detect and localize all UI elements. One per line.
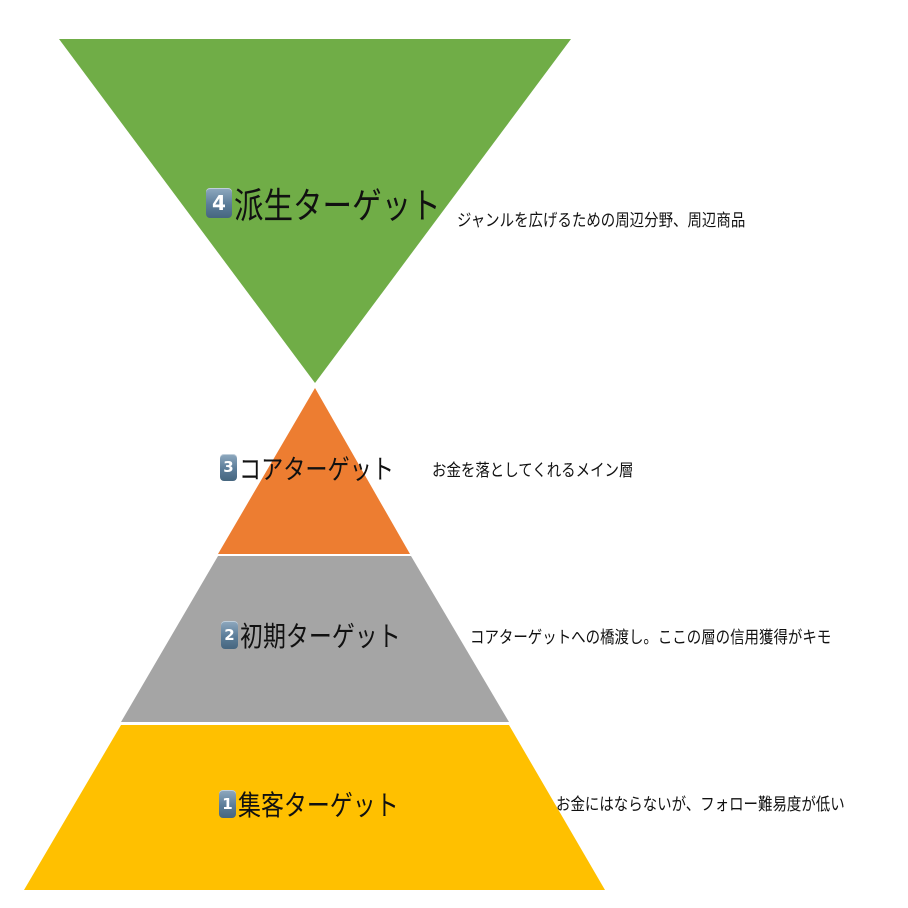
layer-4-label: 4 派生ターゲット — [206, 180, 486, 227]
number-1-badge-icon: 1 — [219, 790, 236, 818]
acquisition-target-trapezoid — [24, 725, 605, 890]
layer-2-title: 初期ターゲット — [240, 620, 401, 653]
layer-2-label: 2 初期ターゲット — [221, 615, 436, 655]
number-3-badge-icon: 3 — [220, 453, 237, 481]
layer-1-description: お金にはならないが、フォロー難易度が低い — [556, 795, 845, 815]
initial-target-trapezoid — [121, 556, 509, 722]
layer-4-description: ジャンルを広げるための周辺分野、周辺商品 — [457, 211, 746, 231]
layer-3-label: 3 コアターゲット — [220, 448, 428, 486]
layer-1-label: 1 集客ターゲット — [219, 784, 434, 824]
layer-3-description: お金を落としてくれるメイン層 — [432, 461, 634, 481]
number-2-badge-icon: 2 — [221, 621, 238, 649]
layer-1-title: 集客ターゲット — [238, 789, 399, 822]
layer-4-title: 派生ターゲット — [234, 186, 441, 227]
layer-3-title: コアターゲット — [239, 454, 394, 486]
number-4-badge-icon: 4 — [206, 188, 232, 218]
derived-target-inverted-triangle — [59, 39, 571, 383]
layer-2-description: コアターゲットへの橋渡し。ここの層の信用獲得がキモ — [470, 628, 832, 648]
core-target-triangle — [218, 388, 410, 554]
